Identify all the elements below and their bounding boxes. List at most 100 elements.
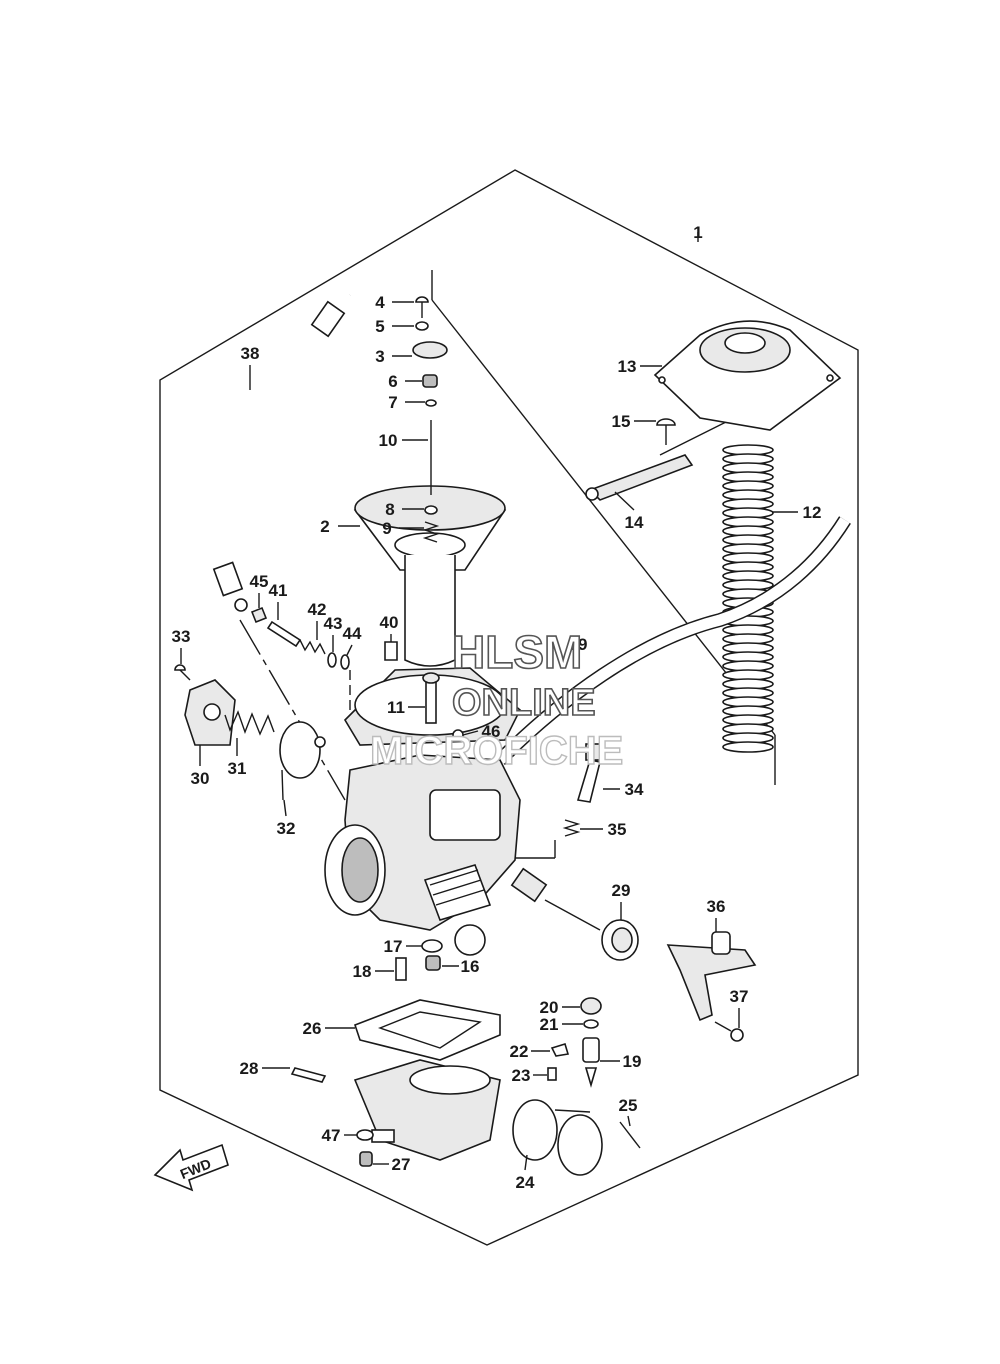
- part-label-39: 39: [569, 635, 588, 654]
- part-label-24: 24: [516, 1173, 535, 1192]
- cable-bracket: [585, 454, 694, 501]
- pilot-jet-40: [384, 641, 398, 661]
- vent-hose: [495, 516, 851, 765]
- e-clip: [424, 505, 438, 515]
- group-line: [239, 619, 346, 801]
- part-label-28: 28: [240, 1059, 259, 1078]
- part-label-11: 11: [387, 698, 405, 717]
- part-label-14: 14: [625, 513, 644, 532]
- cover-screw: [656, 418, 676, 445]
- assembly-boundary: [159, 169, 859, 1246]
- part-label-19: 19: [623, 1052, 642, 1071]
- watermark-line2: ONLINE: [452, 682, 596, 724]
- float: [512, 1099, 603, 1176]
- part-label-15: 15: [612, 412, 631, 431]
- pump-cover: [184, 679, 236, 746]
- part-label-45: 45: [250, 572, 269, 591]
- retainer-screw: [415, 296, 429, 318]
- part-label-4: 4: [375, 293, 385, 312]
- top-cap-cover: [653, 320, 842, 431]
- float-bowl-gasket: [353, 999, 501, 1061]
- leader-line-25: [627, 1115, 631, 1127]
- drain-jet: [395, 957, 407, 981]
- part-label-34: 34: [625, 780, 644, 799]
- clip-screw: [547, 1067, 557, 1081]
- part-label-30: 30: [191, 769, 210, 788]
- part-label-17: 17: [384, 937, 403, 956]
- pilot-o-ring: [340, 654, 350, 670]
- part-label-9: 9: [382, 519, 391, 538]
- drain-washer: [421, 939, 443, 953]
- throttle-spring: [722, 444, 774, 753]
- pump-screw: [174, 664, 191, 681]
- watermark-line1: HLSM: [452, 626, 582, 678]
- bracket-screw: [714, 1021, 744, 1042]
- part-label-10: 10: [379, 431, 398, 450]
- leader-line-14: [614, 491, 635, 511]
- pump-diaphragm: [279, 721, 326, 801]
- part-label-31: 31: [228, 759, 247, 778]
- leader-line-44: [346, 644, 353, 656]
- needle-retainer: [412, 341, 448, 359]
- part-label-1: 1: [693, 223, 702, 242]
- choke-bracket: [666, 931, 757, 1022]
- starter-plunger: [510, 867, 639, 961]
- main-jet-washer: [583, 1019, 599, 1029]
- spring-coil: [722, 741, 774, 753]
- bowl-drain-screw: [359, 1151, 373, 1167]
- carburetor-body: [324, 667, 521, 956]
- pump-spring: [224, 710, 275, 736]
- part-label-26: 26: [303, 1019, 322, 1038]
- part-label-43: 43: [324, 614, 343, 633]
- part-label-21: 21: [540, 1015, 559, 1034]
- part-label-6: 6: [388, 372, 397, 391]
- part-label-47: 47: [322, 1126, 341, 1145]
- lock-washer: [415, 321, 429, 331]
- idle-spring: [562, 819, 581, 837]
- watermark: HLSM ONLINE MICROFICHE: [369, 625, 624, 774]
- part-label-33: 33: [172, 627, 191, 646]
- pilot-screw-spring: [299, 639, 326, 655]
- part-label-46: 46: [482, 722, 501, 741]
- float-bowl: [353, 1059, 501, 1161]
- part-label-36: 36: [707, 897, 726, 916]
- part-label-5: 5: [375, 317, 384, 336]
- forward-arrow-icon: FWD: [153, 1143, 229, 1192]
- pilot-cap: [250, 606, 268, 624]
- part-label-22: 22: [510, 1042, 529, 1061]
- part-label-3: 3: [375, 347, 384, 366]
- part-label-40: 40: [380, 613, 399, 632]
- part-label-20: 20: [540, 998, 559, 1017]
- part-label-29: 29: [612, 881, 631, 900]
- part-label-2: 2: [320, 517, 329, 536]
- leader-line-24: [524, 1154, 528, 1171]
- part-label-8: 8: [385, 500, 394, 519]
- part-label-16: 16: [461, 957, 480, 976]
- part-label-32: 32: [277, 819, 296, 838]
- float-pin: [619, 1121, 641, 1149]
- small-washer: [425, 399, 437, 407]
- needle-spacer: [422, 374, 438, 388]
- pilot-washer: [327, 652, 337, 668]
- part-label-44: 44: [343, 624, 362, 643]
- idle-screw: [576, 743, 603, 803]
- needle-valve-set: [582, 1037, 600, 1088]
- needle-spring: [422, 521, 440, 543]
- needle-valve-clip: [550, 1042, 570, 1057]
- watermark-line3: MICROFICHE: [370, 729, 623, 773]
- drain-plug: [425, 955, 441, 971]
- group-line: [431, 299, 776, 736]
- part-label-37: 37: [730, 987, 749, 1006]
- main-jet: [580, 997, 602, 1015]
- part-label-35: 35: [608, 820, 627, 839]
- part-label-41: 41: [269, 581, 288, 600]
- part-label-18: 18: [353, 962, 372, 981]
- bowl-screw-28: [290, 1067, 327, 1083]
- part-label-27: 27: [392, 1155, 411, 1174]
- part-label-13: 13: [618, 357, 637, 376]
- part-label-23: 23: [512, 1066, 531, 1085]
- part-label-25: 25: [619, 1096, 638, 1115]
- part-label-7: 7: [388, 393, 397, 412]
- part-label-42: 42: [308, 600, 327, 619]
